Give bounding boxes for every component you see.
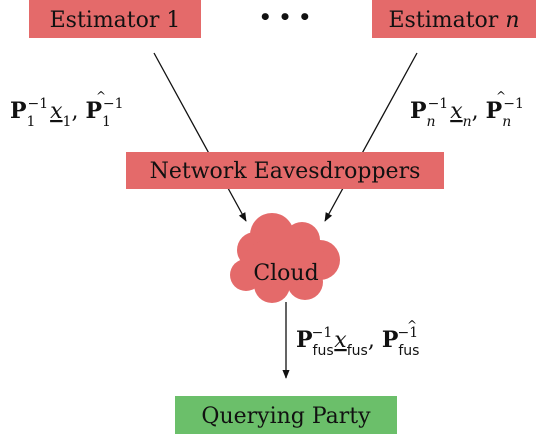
msgn-p-sub: n (427, 114, 436, 130)
querying-party-box (175, 396, 397, 434)
estimator-1-node: Estimator 1 (29, 0, 201, 38)
msgfus-x: x (334, 328, 347, 353)
arrow-estimator-n-to-cloud (324, 52, 418, 222)
estimator-n-prefix: Estimator (389, 8, 506, 33)
estimator-n-var: n (505, 8, 519, 33)
querying-party-node: Querying Party (175, 396, 397, 434)
msgfus-x-sub: fus (347, 343, 368, 359)
msg1-p-sub: 1 (27, 114, 36, 130)
estimator-1-label: Estimator 1 (50, 8, 181, 33)
msgfus-hat: ^ (407, 318, 417, 332)
msgn-p2-sup: −1 (503, 96, 524, 112)
msg1-hat: ^ (96, 89, 106, 103)
svg-text:Pfus−1xfus, Pfus−1: Pfus−1xfus, Pfus−1 (296, 325, 419, 359)
svg-text:P1−1x1, P1−1: P1−1x1, P1−1 (10, 96, 124, 130)
message-label-1: P1−1x1, P1−1 ^ (10, 89, 124, 130)
estimator-n-label: Estimator n (389, 8, 520, 33)
msgn-sep: , (472, 99, 486, 124)
ellipsis: • • • (259, 5, 311, 29)
msg1-x: x (50, 99, 63, 124)
msgn-hat: ^ (496, 89, 506, 103)
arrow-estimator-1-to-cloud (153, 52, 247, 222)
msgn-x-sub: n (463, 114, 472, 130)
eavesdroppers-box (126, 152, 444, 189)
msgfus-p-sub: fus (313, 343, 334, 359)
msg1-p: P (10, 98, 27, 124)
msgn-p-sup: −1 (428, 96, 449, 112)
svg-text:Pn−1xn, Pn−1: Pn−1xn, Pn−1 (410, 96, 524, 130)
cloud-node: Cloud (230, 213, 340, 303)
cloud-shape (230, 213, 340, 303)
msgfus-p2: P (382, 327, 399, 353)
msg1-p2: P (85, 98, 102, 124)
msg1-p2-sub: 1 (102, 114, 111, 130)
estimator-n-node: Estimator n (372, 0, 536, 38)
message-label-fus: Pfus−1xfus, Pfus−1 ^ (296, 318, 419, 359)
msgn-p: P (410, 98, 427, 124)
eavesdroppers-label: Network Eavesdroppers (150, 159, 421, 184)
msgfus-p2-sub: fus (398, 343, 419, 359)
msgfus-p: P (296, 327, 313, 353)
querying-party-label: Querying Party (201, 404, 371, 429)
msg1-x-sub: 1 (63, 114, 72, 130)
msgfus-p2-sup: −1 (397, 325, 418, 341)
msgn-p2-sub: n (502, 114, 511, 130)
msgn-p2: P (486, 98, 503, 124)
msgfus-p-sup: −1 (312, 325, 333, 341)
msg1-p2-sup: −1 (103, 96, 124, 112)
msgfus-sep: , (368, 328, 382, 353)
message-label-n: Pn−1xn, Pn−1 ^ (410, 89, 524, 130)
msgn-x: x (450, 99, 463, 124)
estimator-1-box (29, 0, 201, 38)
msg1-p-sup: −1 (27, 96, 48, 112)
eavesdroppers-node: Network Eavesdroppers (126, 152, 444, 189)
cloud-label: Cloud (253, 261, 318, 286)
estimator-n-box (372, 0, 536, 38)
msg1-sep: , (71, 99, 85, 124)
